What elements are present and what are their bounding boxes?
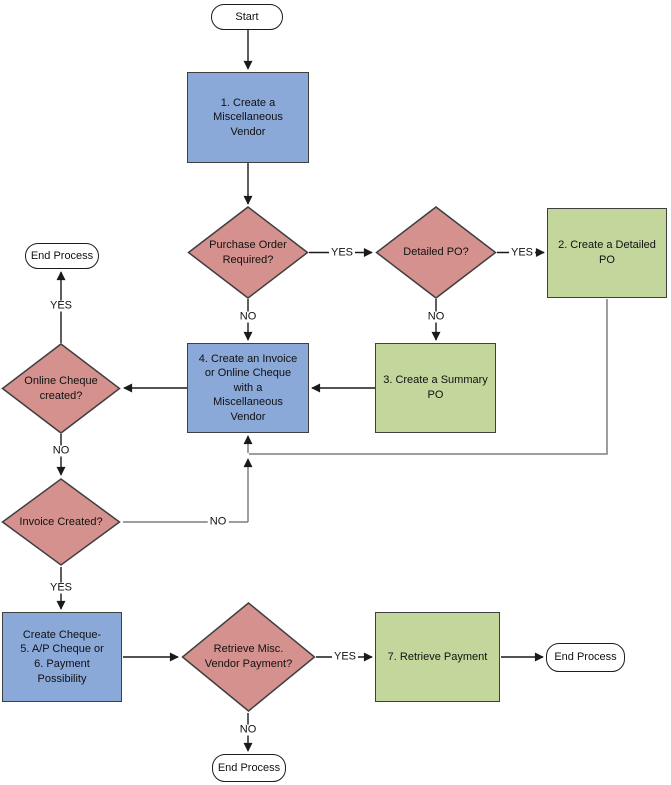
diamond-shape: [375, 206, 497, 299]
node-label: Detailed PO?: [403, 246, 469, 259]
decision-po-required: Purchase Order Required?: [187, 206, 309, 299]
decision-detailed-po: Detailed PO?: [375, 206, 497, 299]
label-detailed-po-no: NO: [425, 310, 447, 323]
label-retrieve-yes: YES: [331, 650, 359, 663]
diamond-shape: [187, 206, 309, 299]
label-po-required-no: NO: [237, 310, 259, 323]
node-step4-create-invoice: 4. Create an Invoice or Online Cheque wi…: [187, 343, 309, 433]
label-online-cheque-yes: YES: [47, 299, 75, 312]
node-label: Invoice Created?: [19, 515, 103, 528]
node-label: 7. Retrieve Payment: [387, 650, 488, 663]
label-po-required-yes: YES: [328, 246, 356, 259]
node-step1-create-misc-vendor: 1. Create a Miscellaneous Vendor: [187, 72, 309, 163]
node-label: 4. Create an Invoice or Online Cheque wi…: [198, 352, 298, 423]
decision-online-cheque-created: Online Cheque created?: [1, 343, 121, 434]
node-end-process-top: End Process: [25, 243, 99, 269]
label-online-cheque-no: NO: [50, 444, 72, 457]
label-detailed-po-yes: YES: [508, 246, 536, 259]
node-label: 1. Create a Miscellaneous Vendor: [213, 96, 283, 138]
node-step3-create-summary-po: 3. Create a Summary PO: [375, 343, 496, 433]
node-label: 2. Create a Detailed PO: [558, 239, 656, 266]
node-label: 3. Create a Summary PO: [383, 374, 488, 401]
diamond-shape: [1, 343, 121, 434]
label-invoice-created-yes: YES: [47, 581, 75, 594]
label-invoice-created-no: NO: [207, 515, 229, 528]
node-step2-create-detailed-po: 2. Create a Detailed PO: [547, 208, 667, 298]
node-label: End Process: [30, 249, 94, 262]
node-label: Retrieve Misc. Vendor Payment?: [204, 643, 293, 670]
decision-retrieve-misc-vendor-payment: Retrieve Misc. Vendor Payment?: [181, 602, 316, 712]
node-end-process-bottom: End Process: [212, 754, 286, 782]
node-label: End Process: [217, 761, 281, 774]
label-retrieve-no: NO: [237, 723, 259, 736]
node-step5-6-create-cheque: Create Cheque- 5. A/P Cheque or 6. Payme…: [2, 612, 122, 702]
node-label: Purchase Order Required?: [209, 238, 287, 266]
node-label: Start: [235, 10, 259, 23]
node-end-process-right: End Process: [546, 643, 625, 672]
node-label: Create Cheque- 5. A/P Cheque or 6. Payme…: [20, 628, 104, 685]
node-label: End Process: [554, 651, 617, 664]
node-start-terminator: Start: [211, 4, 283, 30]
node-step7-retrieve-payment: 7. Retrieve Payment: [375, 612, 500, 702]
diamond-shape: [1, 478, 121, 566]
decision-invoice-created: Invoice Created?: [1, 478, 121, 566]
diamond-shape: [181, 602, 316, 712]
node-label: Online Cheque created?: [24, 374, 98, 402]
